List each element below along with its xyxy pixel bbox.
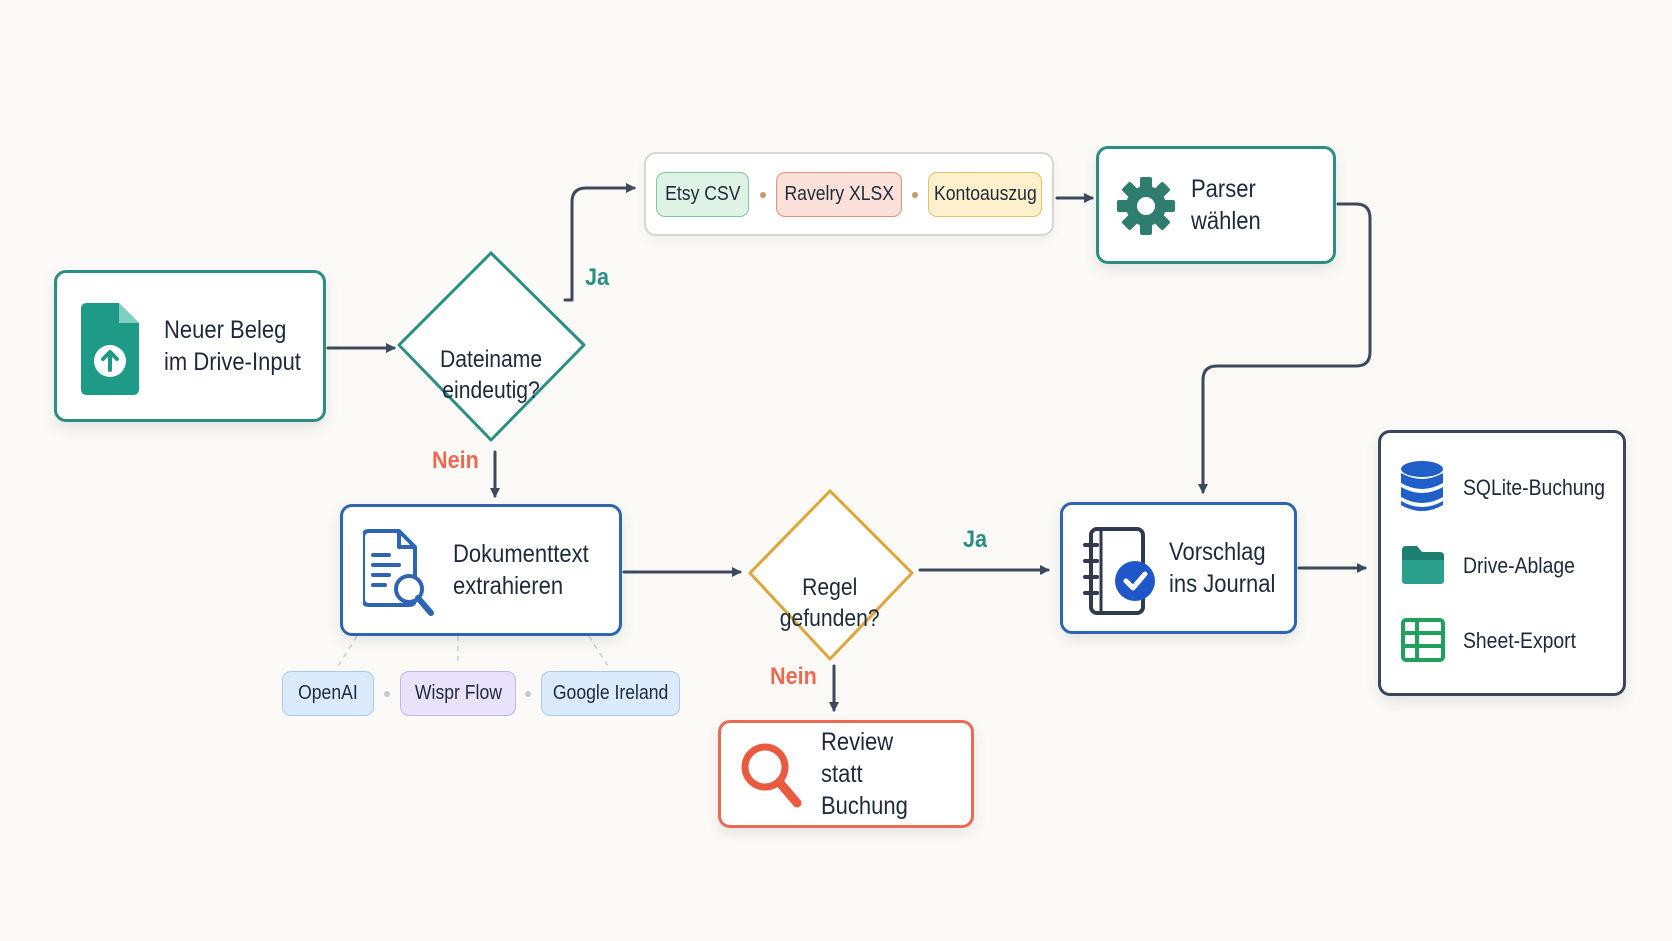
- review-node: Review statt Buchung: [718, 720, 974, 828]
- separator-dot: [760, 192, 766, 198]
- format-pill-etsy: Etsy CSV: [656, 172, 749, 217]
- separator-dot: [384, 691, 390, 697]
- notebook-check-icon: [1083, 527, 1155, 615]
- parser-node: Parser wählen: [1096, 146, 1336, 264]
- output-label-sqlite: SQLite-Buchung: [1463, 475, 1606, 500]
- separator-dot: [912, 192, 918, 198]
- parser-label: Parser wählen: [1191, 175, 1261, 235]
- decision-filename-label: Dateiname eindeutig?: [439, 346, 543, 405]
- start-label: Neuer Beleg im Drive-Input: [164, 316, 301, 376]
- extract-node: Dokumenttext extrahieren: [340, 504, 622, 636]
- review-label: Review statt Buchung: [821, 728, 908, 820]
- decision-rule-diamond: [748, 489, 914, 661]
- edge-label-rule-yes: Ja: [963, 526, 988, 553]
- edge-parser-to-journal: [1198, 202, 1372, 494]
- journal-label: Vorschlag ins Journal: [1169, 538, 1276, 598]
- edge-label-rule-no: Nein: [770, 663, 817, 690]
- edge-decision-yes-to-formats: [563, 183, 636, 302]
- file-upload-icon: [81, 303, 139, 395]
- start-node: Neuer Beleg im Drive-Input: [54, 270, 326, 422]
- decision-rule-label: Regel gefunden?: [780, 574, 880, 633]
- folder-icon: [1402, 546, 1444, 584]
- format-pill-ravelry: Ravelry XLSX: [776, 172, 902, 217]
- decision-filename-diamond: [397, 251, 586, 442]
- magnifier-icon: [741, 743, 802, 808]
- document-search-icon: [363, 529, 434, 616]
- output-label-sheet: Sheet-Export: [1463, 628, 1576, 653]
- output-label-drive: Drive-Ablage: [1463, 553, 1575, 578]
- database-icon: [1401, 461, 1443, 511]
- edge-label-filename-no: Nein: [432, 447, 479, 474]
- service-pill-openai: OpenAI: [282, 671, 374, 716]
- gear-icon: [1117, 177, 1175, 235]
- service-pill-wispr: Wispr Flow: [400, 671, 516, 716]
- edge-label-filename-yes: Ja: [585, 264, 610, 291]
- extract-label: Dokumenttext extrahieren: [453, 540, 589, 600]
- journal-node: Vorschlag ins Journal: [1060, 502, 1297, 634]
- separator-dot: [525, 691, 531, 697]
- spreadsheet-icon: [1401, 618, 1445, 662]
- service-pill-google: Google Ireland: [541, 671, 680, 716]
- format-pill-kontoauszug: Kontoauszug: [928, 172, 1042, 217]
